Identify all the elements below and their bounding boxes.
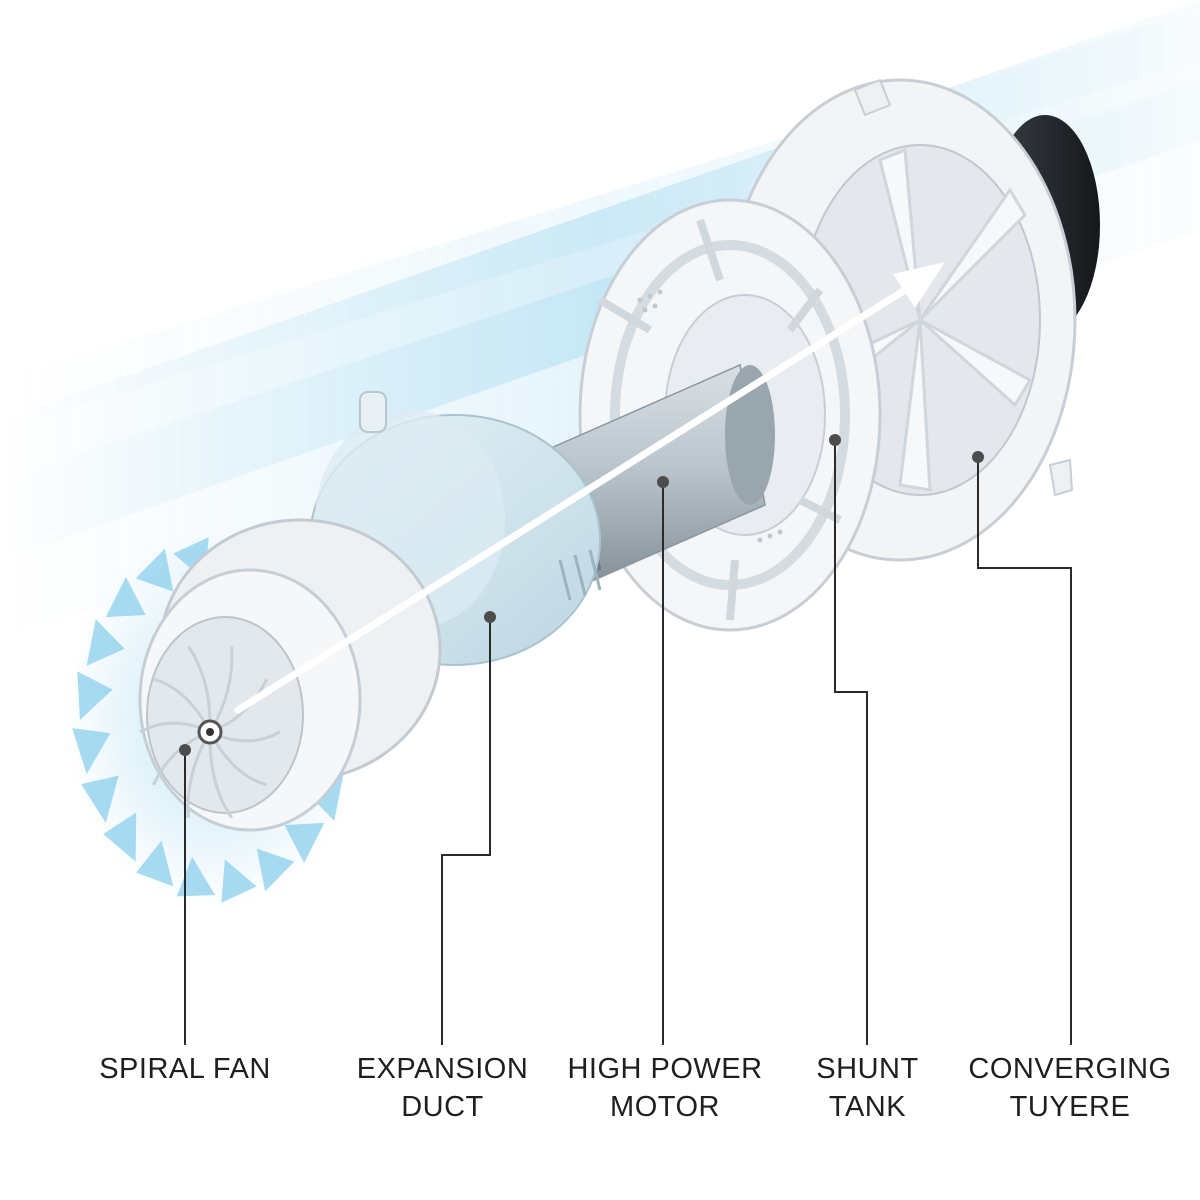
swirl-blade [86, 619, 125, 666]
label-line: HIGH POWER [567, 1053, 763, 1085]
label-line: TANK [828, 1091, 907, 1123]
dot-expansion-duct [484, 611, 496, 623]
swirl-blade [176, 856, 215, 897]
leader-expansion-duct [441, 617, 491, 1045]
label-line: SHUNT [816, 1053, 919, 1085]
leader-shunt-tank [834, 440, 868, 1045]
dot-shunt-tank [829, 434, 841, 446]
label-expansion-duct: EXPANSION DUCT [340, 1050, 545, 1126]
label-converging-tuyere: CONVERGING TUYERE [965, 1050, 1175, 1126]
leader-lines [184, 440, 1072, 1045]
label-spiral-fan: SPIRAL FAN [85, 1050, 285, 1088]
swirl-blade [103, 812, 137, 862]
label-shunt-tank: SHUNT TANK [790, 1050, 945, 1126]
label-line: CONVERGING [968, 1053, 1172, 1085]
swirl-blade [135, 548, 174, 592]
swirl-blade [72, 728, 111, 775]
swirl-blade [136, 840, 174, 887]
swirl-blade [221, 859, 257, 903]
dot-high-power-motor [657, 476, 669, 488]
swirl-blade [105, 576, 146, 618]
label-line: MOTOR [610, 1091, 720, 1123]
dot-converging-tuyere [972, 451, 984, 463]
duct-inlet-pipe [359, 391, 387, 433]
swirl-blade [284, 822, 325, 864]
label-line: DUCT [401, 1091, 484, 1123]
airflow-arrow [234, 262, 945, 714]
label-line: SPIRAL FAN [99, 1053, 271, 1085]
leader-converging-tuyere [977, 457, 1072, 1045]
swirl-blade [77, 671, 113, 720]
leader-dots [179, 434, 984, 756]
swirl-blade [81, 775, 119, 823]
dot-spiral-fan [179, 744, 191, 756]
label-high-power-motor: HIGH POWER MOTOR [560, 1050, 770, 1126]
swirl-blade [256, 848, 295, 892]
label-line: EXPANSION [356, 1053, 529, 1085]
arrow-head-icon [893, 262, 945, 308]
label-line: TUYERE [1009, 1091, 1131, 1123]
tuyere-vanes [813, 147, 1033, 492]
